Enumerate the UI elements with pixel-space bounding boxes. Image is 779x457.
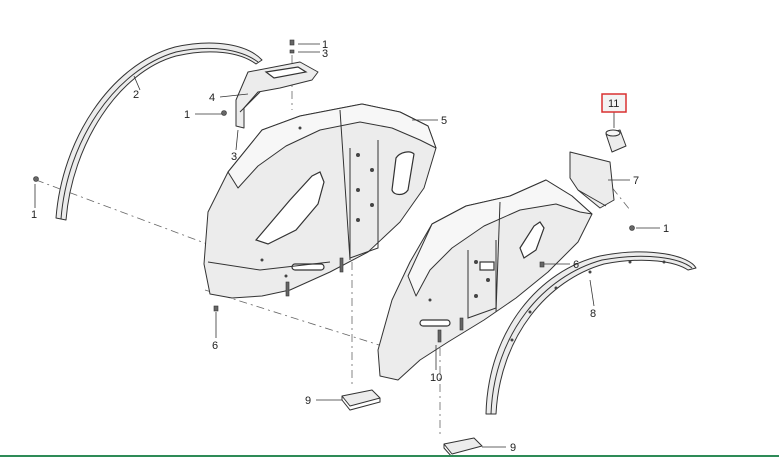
- washer-3a: [289, 49, 295, 54]
- bolt-1b: [221, 110, 227, 116]
- part-9-pad-lower: [443, 437, 483, 457]
- callout-3: 3: [231, 151, 237, 163]
- callout-1: 1: [184, 109, 190, 121]
- leader-lines: [34, 43, 660, 448]
- bolt-1a: [289, 39, 295, 46]
- callout-2: 2: [133, 89, 139, 101]
- highlight-box: [601, 93, 627, 113]
- callout-labels: 1 3 2 4 1 3 5 1 11 7 1 6 6 8 10 9 9: [31, 39, 669, 454]
- callout-4: 4: [209, 92, 215, 104]
- part-11-bushing: [605, 129, 627, 153]
- callout-6: 6: [212, 340, 218, 352]
- callout-8: 8: [590, 308, 596, 320]
- part-9-pad-upper: [341, 389, 381, 411]
- callout-5: 5: [441, 115, 447, 127]
- bolt-6a: [213, 305, 219, 312]
- callout-1: 1: [663, 223, 669, 235]
- bolt-6b: [539, 261, 545, 268]
- callout-6: 6: [573, 259, 579, 271]
- part-2-fender-trim: [55, 42, 263, 221]
- callout-1: 1: [322, 39, 328, 51]
- part-7-mounting-plate: [569, 151, 615, 209]
- callout-10: 10: [430, 372, 442, 384]
- bolt-1c: [33, 176, 39, 182]
- callout-11: 11: [608, 98, 619, 110]
- part-4-bracket: [235, 61, 319, 129]
- callout-9: 9: [510, 442, 516, 454]
- part-8-fender-trim: [485, 251, 697, 415]
- callout-7: 7: [633, 175, 639, 187]
- part-5-fender-left: [203, 103, 437, 299]
- callout-1: 1: [31, 209, 37, 221]
- fasteners: [33, 39, 635, 312]
- callout-3: 3: [322, 48, 328, 60]
- callout-9: 9: [305, 395, 311, 407]
- bolt-1d: [629, 225, 635, 231]
- part-10-fender-right: [377, 179, 593, 381]
